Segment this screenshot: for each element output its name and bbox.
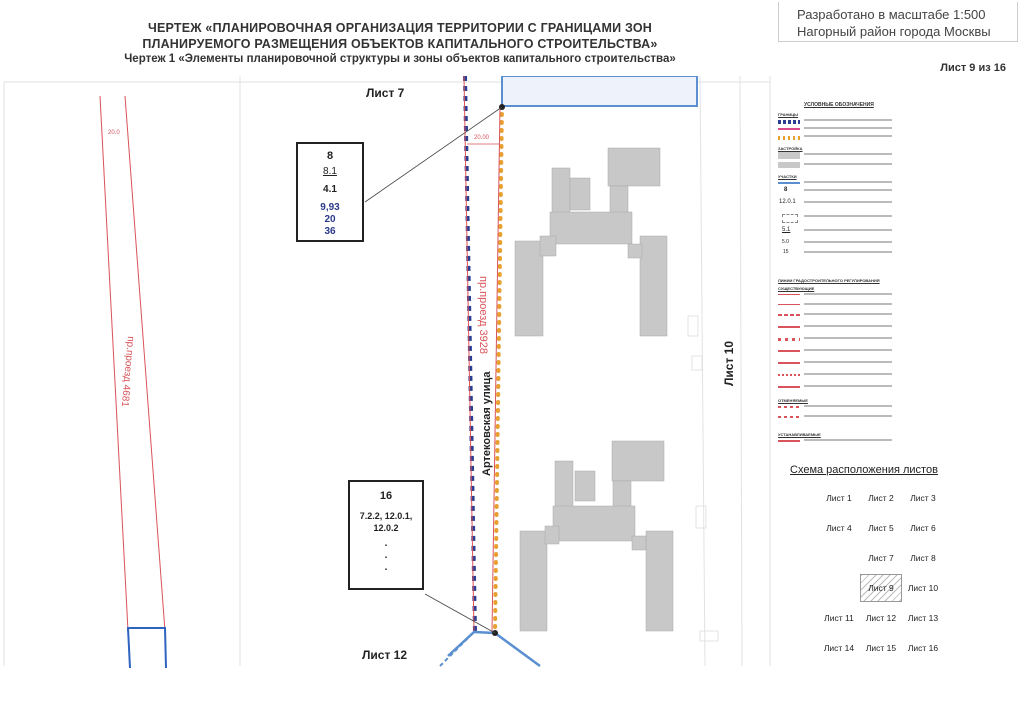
block-number: 8.1	[323, 166, 337, 177]
legend-symbol-density: 5.0	[782, 239, 789, 245]
scheme-title: Схема расположения листов	[790, 464, 938, 476]
legend-row	[776, 162, 894, 171]
sheet-number: Лист 9 из 16	[940, 62, 1006, 74]
road-label-2: пр.проезд 4681	[119, 336, 136, 408]
legend-row	[776, 414, 894, 423]
legend-row	[776, 404, 894, 413]
leader-2	[424, 593, 496, 634]
district-text: Нагорный район города Москвы	[797, 24, 991, 39]
zone-boundary-yellow	[493, 104, 504, 633]
legend-row: 12.0.1	[776, 199, 894, 209]
legend-row	[776, 214, 894, 223]
legend-row	[776, 372, 894, 381]
road-label-1: пр.проезд 3928	[477, 276, 489, 354]
misc-outlines	[687, 315, 719, 642]
top-block	[501, 76, 698, 107]
zone-box-2: 16 7.2.2, 12.0.1, 12.0.2 . . .	[348, 480, 424, 590]
width-label-2: 20.0	[108, 130, 120, 136]
legend-section-boundaries: ГРАНИЦЫ	[778, 112, 799, 117]
scheme-cell: Лист 15	[865, 643, 897, 653]
title-line-2: ПЛАНИРУЕМОГО РАЗМЕЩЕНИЯ ОБЪЕКТОВ КАПИТАЛ…	[142, 37, 658, 51]
red-line-left	[463, 76, 475, 633]
red-line-right	[491, 105, 501, 632]
scheme-cell: Лист 8	[910, 553, 936, 563]
dot-1: .	[384, 538, 388, 549]
legend-section-buildings: ЗАСТРОЙКА	[778, 146, 803, 151]
legend-row: 15	[776, 249, 894, 259]
zone-value-2: 20	[324, 214, 336, 225]
scheme-cell: Лист 1	[826, 493, 852, 503]
legend-row	[776, 360, 894, 369]
width-label-1: 20.00	[474, 135, 490, 141]
scheme-cell: Лист 11	[824, 613, 854, 623]
scheme-cell: Лист 16	[907, 643, 939, 653]
street-label: Артековская улица	[481, 371, 493, 476]
scheme-cell: Лист 12	[865, 613, 897, 623]
legend: УСЛОВНЫЕ ОБОЗНАЧЕНИЯ ГРАНИЦЫ ЗАСТРОЙКА У…	[776, 100, 896, 456]
zone-value-3: 36	[324, 226, 336, 237]
sheet-label-bottom: Лист 12	[362, 648, 408, 662]
map-canvas: 20.0 пр.проезд 4681 20.00 пр.проезд 3928…	[3, 76, 771, 669]
legend-row	[776, 324, 894, 333]
road-4681	[99, 95, 167, 669]
drawing-title: ЧЕРТЕЖ «ПЛАНИРОВОЧНАЯ ОРГАНИЗАЦИЯ ТЕРРИТ…	[40, 20, 760, 67]
legend-row	[776, 348, 894, 357]
title-line-3: Чертеж 1 «Элементы планировочной структу…	[124, 53, 676, 65]
legend-symbol-code: 12.0.1	[779, 199, 796, 205]
legend-row	[776, 180, 894, 189]
legend-row	[776, 118, 894, 127]
legend-row	[776, 292, 894, 301]
legend-row	[776, 438, 894, 447]
legend-title: УСЛОВНЫЕ ОБОЗНАЧЕНИЯ	[804, 102, 874, 108]
scheme-cell: Лист 7	[868, 553, 894, 563]
legend-section-existing: СУЩЕСТВУЮЩИЕ	[778, 286, 815, 291]
legend-symbol-height: 15	[783, 249, 789, 255]
scale-stamp: Разработано в масштабе 1:500 Нагорный ра…	[778, 2, 1018, 42]
zone-number: 8	[326, 150, 334, 162]
dot-2: .	[384, 550, 388, 561]
dot-3: .	[384, 562, 388, 573]
scheme-cell-current: Лист 9	[860, 574, 902, 602]
zone-number: 16	[379, 490, 393, 502]
legend-symbol-zone: 8	[784, 187, 788, 193]
buildings-upper	[514, 147, 668, 337]
scale-text: Разработано в масштабе 1:500	[797, 7, 986, 22]
scheme-cell: Лист 14	[823, 643, 855, 653]
legend-row	[776, 152, 894, 161]
scheme-cell: Лист 2	[868, 493, 894, 503]
sheet-label-top: Лист 7	[366, 86, 405, 100]
sheet-label-right: Лист 10	[722, 340, 736, 386]
legend-row: 8	[776, 187, 894, 197]
legend-row	[776, 312, 894, 321]
title-line-1: ЧЕРТЕЖ «ПЛАНИРОВОЧНАЯ ОРГАНИЗАЦИЯ ТЕРРИТ…	[147, 21, 652, 35]
buildings-lower	[519, 440, 674, 632]
legend-row	[776, 336, 894, 345]
district-boundary	[463, 76, 477, 633]
zone-codes-1: 7.2.2, 12.0.1,	[359, 511, 413, 521]
legend-section-regulation: ЛИНИИ ГРАДОСТРОИТЕЛЬНОГО РЕГУЛИРОВАНИЯ	[778, 278, 880, 283]
zone-codes-2: 12.0.2	[373, 523, 399, 533]
zone-value-1: 9,93	[320, 202, 340, 213]
zone-code: 4.1	[323, 184, 337, 195]
legend-row	[776, 302, 894, 311]
scheme-cell: Лист 3	[910, 493, 936, 503]
scheme-cell: Лист 13	[907, 613, 939, 623]
scheme-cell: Лист 5	[868, 523, 894, 533]
legend-symbol-block: 5.1	[782, 227, 791, 233]
legend-row	[776, 384, 894, 393]
scheme-cell: Лист 10	[907, 583, 939, 593]
legend-section-plots: УЧАСТКИ	[778, 174, 797, 179]
legend-row	[776, 134, 894, 143]
legend-row: 5.1	[776, 227, 894, 237]
scheme-cell: Лист 4	[826, 523, 852, 533]
legend-row	[776, 126, 894, 135]
zone-box-1: 8 8.1 4.1 9,93 20 36	[296, 142, 364, 242]
bottom-block	[447, 630, 541, 668]
legend-row: 5.0	[776, 239, 894, 249]
scheme-cell: Лист 6	[910, 523, 936, 533]
leader-1	[364, 106, 503, 203]
legend-section-established: УСТАНАВЛИВАЕМЫЕ	[778, 432, 821, 437]
legend-section-cancelled: ОТМЕНЯЕМЫЕ	[778, 398, 808, 403]
sheet-layout-scheme: Лист 1 Лист 2 Лист 3 Лист 4 Лист 5 Лист …	[818, 484, 944, 664]
